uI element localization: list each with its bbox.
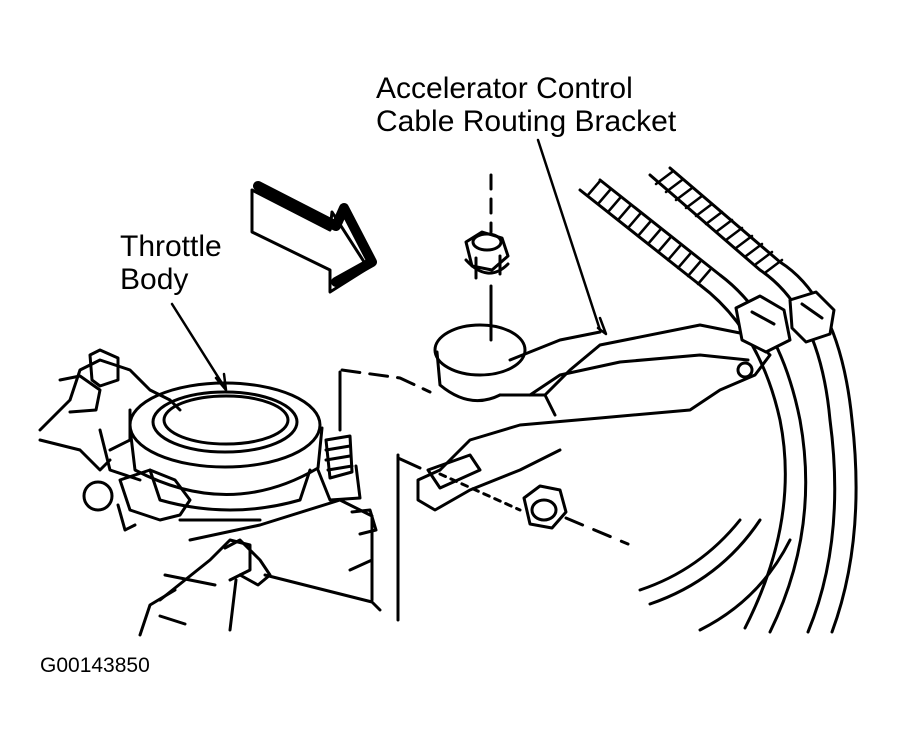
throttle-label-line-2: Body	[120, 263, 189, 296]
accelerator-label-line-2: Cable Routing Bracket	[376, 105, 677, 138]
accelerator-label-line-1: Accelerator Control	[376, 72, 633, 105]
hardware	[263, 173, 630, 622]
throttle-leader-line	[170, 302, 227, 390]
cable-routing-bracket	[416, 323, 772, 512]
accelerator-bracket-label: Accelerator Control Cable Routing Bracke…	[376, 72, 676, 138]
throttle-label-line-1: Throttle	[120, 230, 222, 263]
accelerator-cables	[578, 166, 858, 634]
direction-arrow	[250, 181, 377, 294]
throttle-body	[38, 348, 378, 637]
throttle-body-label: Throttle Body	[120, 230, 222, 296]
leader-lines	[170, 138, 608, 392]
figure-id: G00143850	[40, 654, 150, 677]
accelerator-leader-line	[536, 138, 602, 332]
